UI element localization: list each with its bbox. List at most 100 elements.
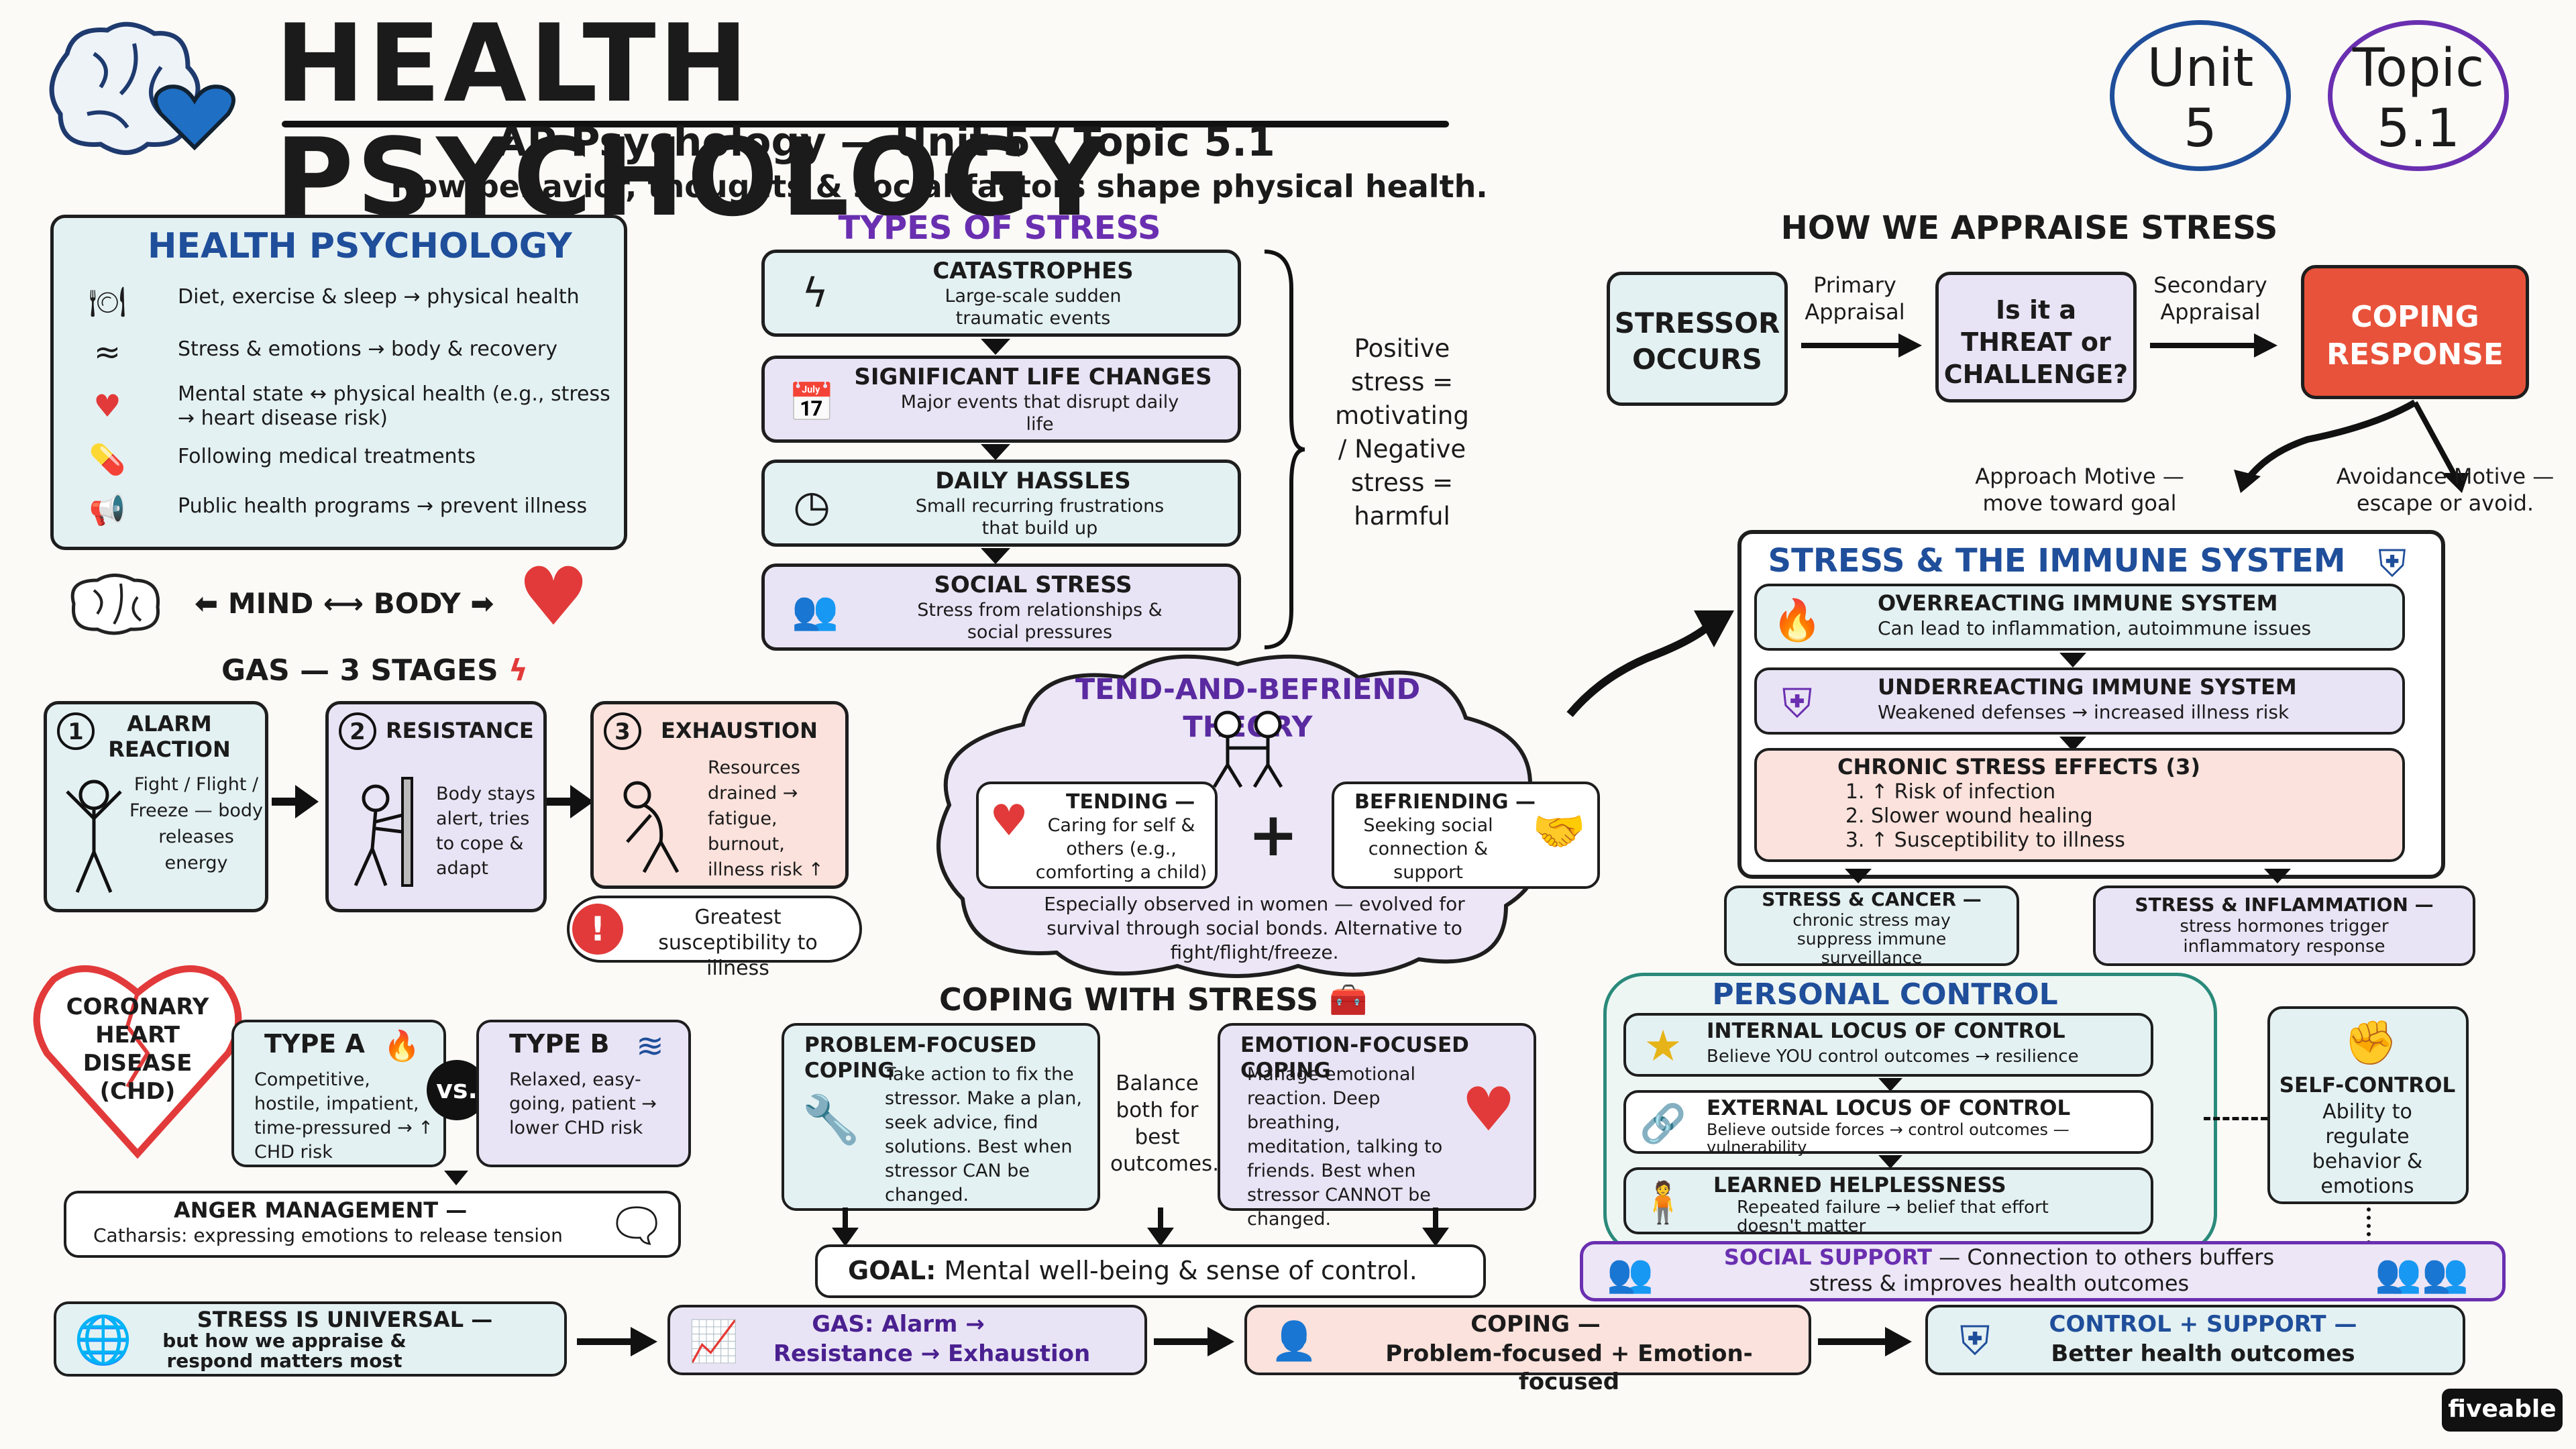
- topic-label: Topic: [2352, 38, 2485, 99]
- chronic-list: ↑ Risk of infection Slower wound healing…: [1824, 780, 2361, 853]
- unit-label: Unit: [2147, 38, 2254, 99]
- wrench-icon: 🔧: [802, 1091, 861, 1147]
- learned-helplessness-box: 🧍 LEARNED HELPLESSNESS Repeated failure …: [1623, 1167, 2153, 1236]
- down-arrow-icon: [981, 444, 1010, 460]
- page-title: HEALTH PSYCHOLOGY: [275, 1, 1111, 240]
- avoidance-motive-label: Avoidance Motive — escape or avoid.: [2336, 464, 2555, 516]
- befriending-title: BEFRIENDING —: [1354, 790, 1536, 814]
- stressor-label: STRESSOR OCCURS: [1614, 307, 1780, 376]
- unit-badge: Unit 5: [2110, 20, 2291, 171]
- stress-type-daily-hassles: ◷ DAILY HASSLES Small recurring frustrat…: [761, 460, 1241, 547]
- summary-gas: 📈 GAS: Alarm → Resistance → Exhaustion: [667, 1305, 1147, 1375]
- summary-title: CONTROL + SUPPORT —: [2049, 1311, 2357, 1338]
- stage-number: 1: [57, 712, 95, 750]
- summary-desc: Resistance → Exhaustion: [773, 1340, 1091, 1367]
- gas-note-box: ! Greatest susceptibility to illness: [567, 896, 862, 980]
- health-item: Diet, exercise & sleep → physical health: [178, 285, 580, 309]
- brace-icon: [1261, 248, 1308, 651]
- stress-type-life-changes: 📅 SIGNIFICANT LIFE CHANGES Major events …: [761, 356, 1241, 443]
- globe-icon: 🌐: [74, 1311, 133, 1367]
- health-psych-title: HEALTH PSYCHOLOGY: [148, 226, 572, 266]
- stick-figure-icon: [57, 771, 131, 899]
- chronic-stress-box: CHRONIC STRESS EFFECTS (3) ↑ Risk of inf…: [1754, 748, 2405, 862]
- pill-icon: 💊: [89, 443, 126, 477]
- lightning-icon: ϟ: [508, 653, 528, 688]
- stage-desc: Body stays alert, tries to cope & adapt: [436, 784, 535, 879]
- summary-universal: 🌐 STRESS IS UNIVERSAL — but how we appra…: [54, 1301, 567, 1377]
- gas-note: Greatest susceptibility to illness: [658, 906, 818, 980]
- plate-icon: 🍽: [89, 285, 126, 319]
- internal-desc: Believe YOU control outcomes → resilienc…: [1707, 1046, 2079, 1067]
- type-a-title: TYPE A: [264, 1029, 365, 1059]
- over-title: OVERREACTING IMMUNE SYSTEM: [1878, 590, 2278, 616]
- chart-icon: 📈: [688, 1318, 739, 1365]
- social-text: SOCIAL SUPPORT — Connection to others bu…: [1704, 1244, 2294, 1297]
- type-a-box: TYPE A 🔥 Competitive, hostile, impatient…: [231, 1020, 446, 1167]
- threat-challenge-box: Is it a THREAT or CHALLENGE?: [1935, 272, 2137, 402]
- two-people-icon: [1201, 704, 1295, 792]
- mind-label: MIND: [227, 587, 314, 620]
- summary-title: GAS: Alarm →: [812, 1311, 985, 1338]
- mind-body-arrow: ⬅ MIND ⟷ BODY ➡: [195, 584, 517, 624]
- health-item: Public health programs → prevent illness: [178, 494, 588, 518]
- summary-desc: but how we appraise & respond matters mo…: [162, 1330, 407, 1372]
- brain-icon: [57, 567, 171, 641]
- types-of-stress-title: TYPES OF STRESS: [838, 209, 1161, 247]
- balance-note: Balance both for best outcomes.: [1110, 1071, 1220, 1176]
- down-arrow-icon: [2264, 869, 2291, 883]
- befriending-box: BEFRIENDING — Seeking social connection …: [1332, 782, 1600, 889]
- heart-brain-icon: ♥: [93, 388, 121, 424]
- learned-title: LEARNED HELPLESSNESS: [1713, 1173, 2006, 1197]
- wave-icon: ≋: [636, 1026, 664, 1065]
- stress-type-social: 👥 SOCIAL STRESS Stress from relationship…: [761, 564, 1241, 651]
- control-title: PERSONAL CONTROL: [1712, 977, 2058, 1012]
- summary-title: STRESS IS UNIVERSAL —: [197, 1307, 493, 1332]
- stress-type-desc: Large-scale sudden traumatic events: [945, 286, 1122, 329]
- megaphone-icon: 📢: [89, 493, 126, 527]
- health-item: Mental state ↔ physical health (e.g., st…: [178, 382, 610, 430]
- type-b-desc: Relaxed, easy-going, patient → lower CHD…: [509, 1069, 657, 1138]
- chd-label: CORONARY HEART DISEASE (CHD): [66, 994, 209, 1105]
- down-arrow-icon: [2059, 737, 2086, 751]
- social-support-box: 👥 SOCIAL SUPPORT — Connection to others …: [1580, 1241, 2506, 1301]
- clock-icon: ◷: [793, 482, 830, 531]
- stress-type-catastrophes: ϟ CATASTROPHES Large-scale sudden trauma…: [761, 250, 1241, 337]
- topic-badge: Topic 5.1: [2328, 20, 2509, 171]
- tending-desc: Caring for self & others (e.g., comforti…: [1035, 815, 1208, 883]
- fist-icon: ✊: [2344, 1018, 2398, 1068]
- health-psych-card: HEALTH PSYCHOLOGY 🍽 Diet, exercise & sle…: [50, 215, 627, 550]
- approach-motive-label: Approach Motive — move toward goal: [1975, 464, 2184, 516]
- stress-type-title: CATASTROPHES: [932, 258, 1134, 284]
- gas-stage-exhaustion: 3 EXHAUSTION Resources drained → fatigue…: [590, 701, 849, 889]
- befriending-desc: Seeking social connection & support: [1363, 815, 1493, 883]
- down-arrow-icon: [2059, 653, 2086, 667]
- cancer-title: STRESS & CANCER —: [1762, 888, 1982, 910]
- tired-figure-icon: [607, 765, 694, 879]
- social-desc: — Connection to others buffers stress & …: [1809, 1244, 2275, 1296]
- page-tagline: How behavior, thoughts & social factors …: [390, 168, 1488, 205]
- summary-desc: Better health outcomes: [2051, 1340, 2355, 1367]
- stressor-box: STRESSOR OCCURS: [1607, 272, 1788, 406]
- self-title: SELF-CONTROL: [2279, 1073, 2456, 1097]
- goal-arrows: [825, 1208, 1496, 1248]
- stage-number: 2: [339, 712, 376, 750]
- social-title: SOCIAL SUPPORT: [1723, 1244, 1932, 1270]
- person-icon: 👤: [1271, 1320, 1318, 1363]
- chronic-item: ↑ Susceptibility to illness: [1871, 828, 2361, 853]
- toolbox-icon: 🧰: [1329, 981, 1368, 1018]
- lightning-icon: ϟ: [802, 270, 828, 317]
- tending-title: TENDING —: [1066, 790, 1195, 814]
- cloud-shape: [922, 644, 1563, 986]
- inflammation-box: STRESS & INFLAMMATION — stress hormones …: [2093, 885, 2475, 966]
- shield-icon: ⛨: [1960, 1318, 1990, 1364]
- right-arrow-icon: [1154, 1325, 1234, 1358]
- secondary-appraisal-label: Secondary Appraisal: [2153, 272, 2267, 325]
- emotion-focused-box: EMOTION-FOCUSED COPING Manage emotional …: [1218, 1023, 1536, 1230]
- stage-desc: Resources drained → fatigue, burnout, il…: [708, 757, 824, 880]
- under-title: UNDERREACTING IMMUNE SYSTEM: [1878, 674, 2297, 700]
- external-desc: Believe outside forces → control outcome…: [1707, 1120, 2070, 1157]
- over-desc: Can lead to inflammation, autoimmune iss…: [1878, 617, 2312, 639]
- emotion-title: EMOTION-FOCUSED COPING: [1240, 1033, 1469, 1083]
- problem-focused-box: PROBLEM-FOCUSED COPING 🔧 Take action to …: [782, 1023, 1100, 1211]
- brain-heart-logo: [27, 13, 248, 168]
